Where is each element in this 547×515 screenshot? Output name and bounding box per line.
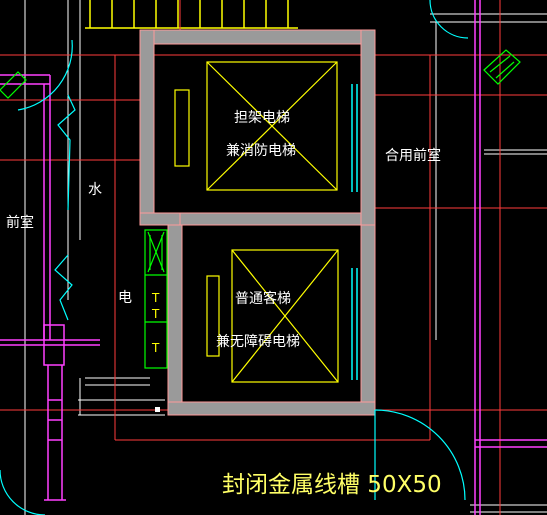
panel-tag-2: T	[151, 307, 160, 321]
small-marker	[155, 407, 160, 412]
passenger-elevator-label-1: 普通客梯	[235, 290, 291, 307]
panel-tag-1: T	[151, 291, 160, 305]
electric-panel	[144, 229, 168, 369]
corridor-break-lines	[54, 94, 76, 321]
passenger-elevator-shaft	[206, 249, 339, 383]
elevator-doors	[351, 84, 358, 380]
passenger-elevator-label-2: 兼无障碍电梯	[216, 334, 300, 350]
labels: 担架电梯 兼消防电梯 普通客梯 兼无障碍电梯 合用前室 前室 水 电 T T T…	[6, 110, 442, 498]
panel-tag-3: T	[151, 341, 160, 355]
cable-tray-note: 封闭金属线槽 50X50	[222, 472, 442, 498]
water-shaft-label: 水	[88, 182, 102, 198]
fire-elevator-label-2: 兼消防电梯	[226, 143, 296, 159]
top-railing	[85, 0, 298, 29]
left-lobby-label: 前室	[6, 214, 34, 231]
shared-lobby-label: 合用前室	[385, 147, 441, 164]
door-arc-icon	[0, 0, 469, 515]
electric-shaft-label: 电	[118, 290, 132, 306]
white-lines	[24, 0, 547, 515]
fire-elevator-shaft	[174, 61, 338, 191]
wall-lower-shaft	[139, 212, 376, 416]
side-door-symbols	[0, 49, 521, 99]
fire-elevator-label-1: 担架电梯	[234, 110, 290, 126]
